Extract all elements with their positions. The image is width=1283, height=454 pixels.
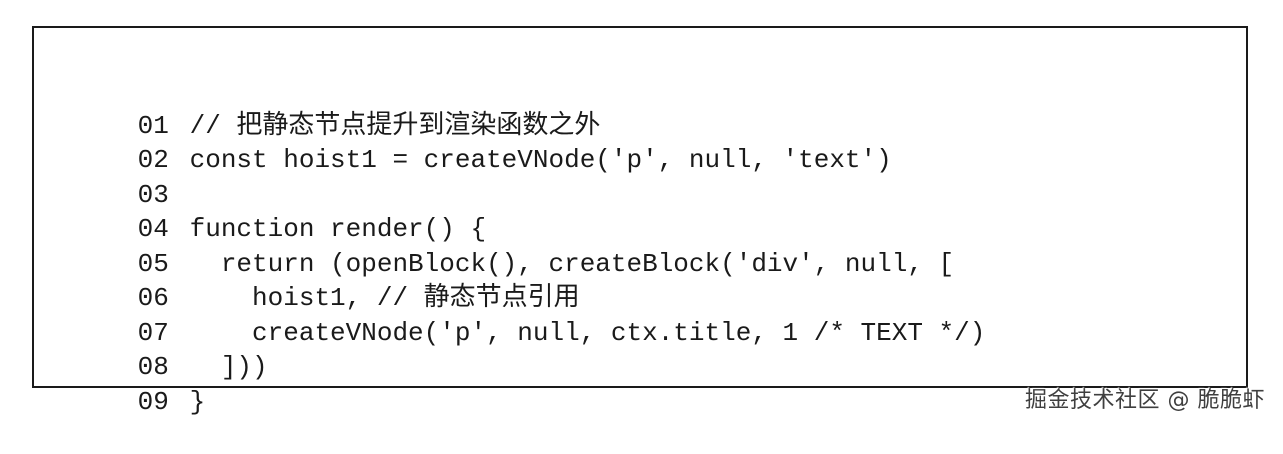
line-number: 05 (137, 248, 169, 279)
code-text: function render() { (189, 214, 487, 244)
watermark: 掘金技术社区 @ 脆脆虾 (1025, 388, 1265, 413)
code-text: hoist1, // 静态节点引用 (189, 283, 580, 313)
line-number: 06 (137, 283, 169, 313)
code-line-07: 07 createVNode('p', null, ctx.title, 1 /… (44, 281, 1236, 348)
code-block: 01 // 把静态节点提升到渲染函数之外 02 const hoist1 = cre… (32, 26, 1248, 417)
code-line-03: 03 (44, 143, 1236, 210)
code-text: return (openBlock(), createBlock('div', … (189, 248, 955, 279)
line-number: 07 (137, 317, 169, 348)
code-line-06: 06 hoist1, // 静态节点引用 (44, 247, 1236, 313)
line-number: 03 (137, 179, 169, 210)
line-number: 04 (137, 214, 169, 244)
code-line-04: 04 function render() { (44, 178, 1236, 244)
code-line-02: 02 const hoist1 = createVNode('p', null, … (44, 109, 1236, 175)
code-text: createVNode('p', null, ctx.title, 1 /* T… (189, 317, 986, 348)
code-text: ])) (189, 352, 268, 382)
line-number: 08 (137, 352, 169, 382)
code-line-09: 09} (44, 350, 1236, 417)
code-line-05: 05 return (openBlock(), createBlock('div… (44, 212, 1236, 279)
line-number: 02 (137, 145, 169, 175)
code-line-08: 08 ])) (44, 316, 1236, 382)
line-number: 09 (137, 386, 169, 417)
code-text: // 把静态节点提升到渲染函数之外 (189, 110, 601, 141)
code-line-01: 01 // 把静态节点提升到渲染函数之外 (44, 74, 1236, 141)
code-text: } (189, 386, 206, 417)
code-lines: 01 // 把静态节点提升到渲染函数之外 02 const hoist1 = cre… (44, 74, 1236, 417)
line-number: 01 (137, 110, 169, 141)
code-text: const hoist1 = createVNode('p', null, 't… (189, 145, 892, 175)
